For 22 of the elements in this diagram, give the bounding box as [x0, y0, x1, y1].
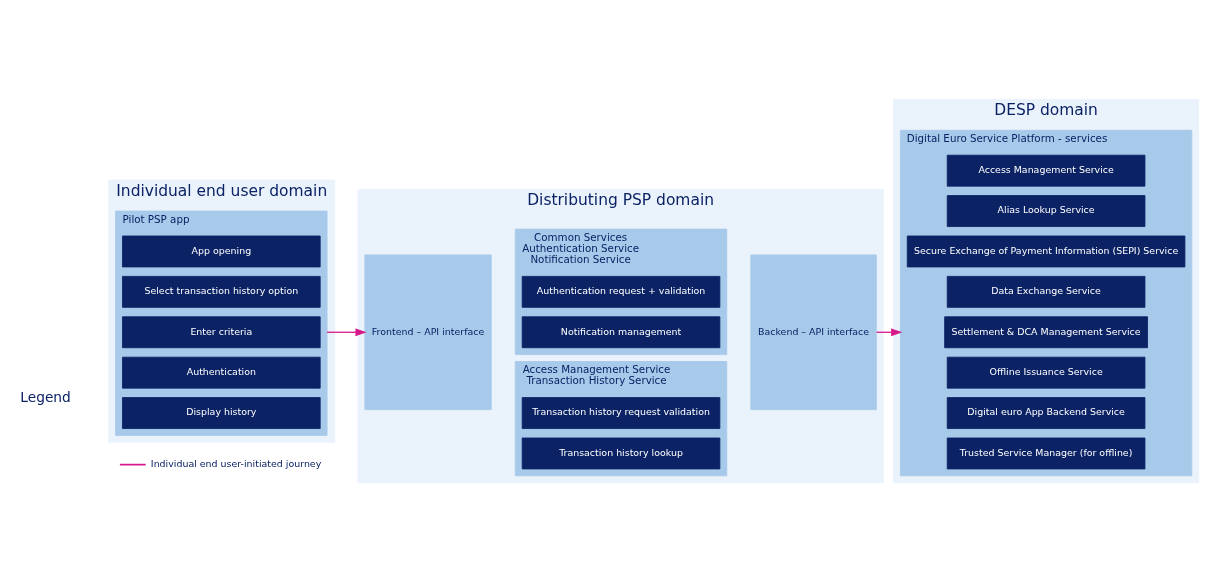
node-box: Settlement & DCA Management Service: [944, 316, 1148, 349]
node-box: Authentication request + validation: [521, 275, 721, 308]
legend-label: Individual end user-initiated journey: [150, 458, 322, 470]
node-box: Transaction history lookup: [521, 437, 721, 470]
node-box: Notification management: [521, 316, 721, 349]
arrow: [326, 328, 367, 337]
node-box: Display history: [122, 397, 321, 429]
node-box: Authentication: [122, 356, 321, 389]
node-box: Data Exchange Service: [946, 275, 1146, 308]
node-box: Offline Issuance Service: [946, 356, 1146, 389]
node-box: Select transaction history option: [122, 275, 321, 308]
node-box: Trusted Service Manager (for offline): [946, 437, 1146, 470]
node-box: Secure Exchange of Payment Information (SEPI) Service: [906, 235, 1186, 268]
label: Legend: [20, 388, 71, 405]
node-box: Frontend – API interface: [364, 254, 492, 411]
node-box: Access Management Service: [946, 154, 1146, 187]
node-box: Backend – API interface: [750, 254, 877, 411]
node-box: Transaction history request validation: [521, 397, 721, 429]
node-box: Enter criteria: [122, 316, 321, 349]
node-box: Digital euro App Backend Service: [946, 397, 1146, 429]
node-box: App opening: [122, 235, 321, 268]
node-box: Alias Lookup Service: [946, 195, 1146, 227]
